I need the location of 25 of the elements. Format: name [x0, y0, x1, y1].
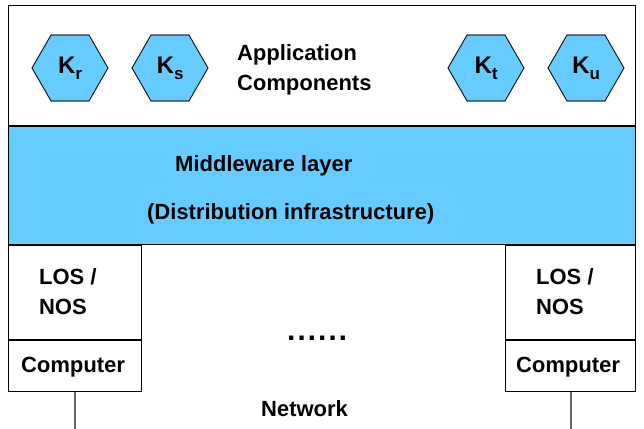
component-label: K$_{t}$	[473, 51, 498, 85]
component-hexagon	[31, 34, 109, 102]
layer-box	[8, 245, 142, 340]
network-line	[570, 392, 572, 429]
layer-title: LOS / NOS	[536, 263, 594, 321]
ellipsis-dots: ......	[287, 316, 350, 346]
component-label: K$_{r}$	[57, 51, 83, 85]
component-label: K$_{s}$	[156, 51, 184, 85]
component-label: K$_{u}$	[571, 51, 601, 85]
layer-title: LOS / NOS	[39, 263, 98, 321]
layer-title: Application Components	[237, 39, 372, 97]
network-line	[74, 392, 76, 429]
network-label: Network	[261, 395, 348, 423]
layer-box	[505, 245, 636, 340]
component-hexagon	[131, 34, 209, 102]
layer-subtitle: (Distribution infrastructure)	[147, 198, 436, 226]
layer-box	[8, 340, 142, 392]
component-hexagon	[447, 34, 525, 102]
layer-title: Computer	[21, 351, 126, 379]
component-hexagon	[547, 34, 625, 102]
layer-box	[8, 126, 636, 245]
layer-title: Middleware layer	[175, 150, 354, 178]
layer-box	[8, 5, 636, 126]
layer-box	[505, 340, 636, 392]
layer-title: Computer	[516, 351, 621, 379]
